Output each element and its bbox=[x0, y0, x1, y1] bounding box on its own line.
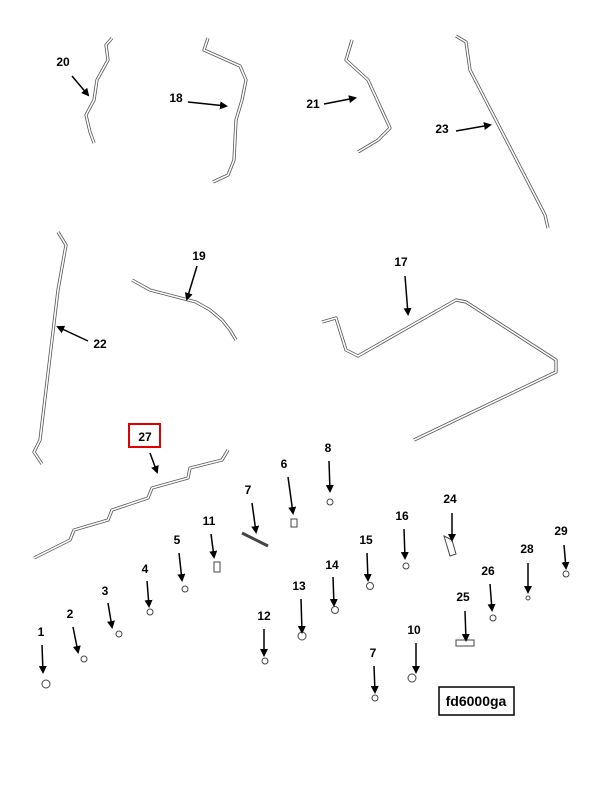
callout-27: 27 bbox=[138, 430, 152, 444]
callout-3: 3 bbox=[102, 584, 109, 598]
tube-27 bbox=[33, 449, 230, 560]
callout-8: 8 bbox=[325, 441, 332, 455]
tube-18 bbox=[202, 37, 248, 184]
diagram-code: fd6000ga bbox=[446, 693, 507, 709]
tubes bbox=[32, 34, 558, 560]
callout-6: 6 bbox=[281, 457, 288, 471]
tube-19 bbox=[131, 278, 238, 341]
callouts: 20 18 21 23 22 19 17 27 8 6 7 11 5 24 16… bbox=[38, 55, 570, 694]
callout-7a: 7 bbox=[245, 483, 252, 497]
tube-23 bbox=[455, 34, 550, 229]
callout-12: 12 bbox=[257, 609, 271, 623]
callout-2: 2 bbox=[67, 607, 74, 621]
tube-22 bbox=[32, 231, 68, 465]
tube-21 bbox=[344, 39, 392, 154]
callout-21: 21 bbox=[306, 97, 320, 111]
callout-4: 4 bbox=[142, 562, 149, 576]
small-parts bbox=[41, 498, 570, 702]
callout-7b: 7 bbox=[370, 646, 377, 660]
callout-16: 16 bbox=[395, 509, 409, 523]
callout-5: 5 bbox=[174, 533, 181, 547]
tube-17 bbox=[321, 298, 558, 442]
callout-28: 28 bbox=[520, 542, 534, 556]
callout-17: 17 bbox=[394, 255, 408, 269]
diagram-code-box bbox=[438, 686, 515, 716]
callout-10: 10 bbox=[407, 623, 421, 637]
callout-19: 19 bbox=[192, 249, 206, 263]
callout-14: 14 bbox=[325, 558, 339, 572]
callout-15: 15 bbox=[359, 533, 373, 547]
callout-29: 29 bbox=[554, 524, 568, 538]
callout-25: 25 bbox=[456, 590, 470, 604]
callout-22: 22 bbox=[93, 337, 107, 351]
tube-20 bbox=[84, 36, 114, 144]
callout-18: 18 bbox=[169, 91, 183, 105]
callout-20: 20 bbox=[56, 55, 70, 69]
callout-24: 24 bbox=[443, 492, 457, 506]
callout-11: 11 bbox=[203, 514, 216, 528]
callout-13: 13 bbox=[292, 579, 306, 593]
highlight-box bbox=[128, 423, 161, 448]
callout-1: 1 bbox=[38, 625, 45, 639]
callout-26: 26 bbox=[481, 564, 495, 578]
callout-23: 23 bbox=[435, 122, 449, 136]
